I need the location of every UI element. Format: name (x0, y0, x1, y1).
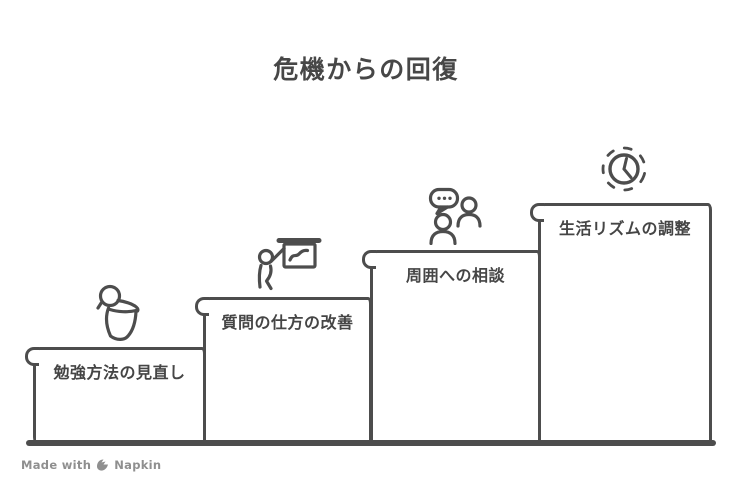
page-title: 危機からの回復 (273, 55, 459, 84)
watermark-prefix: Made with (21, 458, 92, 472)
presenter-board-icon (254, 236, 322, 294)
step-box-1: 勉強方法の見直し (25, 346, 206, 443)
baseline-line (26, 440, 716, 446)
person-reviewing-icon (91, 283, 153, 347)
step-label-2: 質問の仕方の改善 (221, 313, 354, 332)
step-label-3: 周囲への相談 (405, 266, 505, 285)
people-consultation-icon (428, 187, 486, 245)
watermark-brand: Napkin (114, 458, 162, 472)
step-box-3: 周囲への相談 (362, 249, 541, 443)
step-box-2: 質問の仕方の改善 (195, 296, 372, 443)
napkin-logo-icon (96, 458, 109, 472)
watermark: Made with Napkin (21, 457, 161, 473)
step-box-4: 生活リズムの調整 (530, 202, 712, 443)
step-label-1: 勉強方法の見直し (53, 363, 186, 382)
step-label-4: 生活リズムの調整 (558, 219, 691, 238)
alarm-clock-icon (594, 139, 656, 200)
